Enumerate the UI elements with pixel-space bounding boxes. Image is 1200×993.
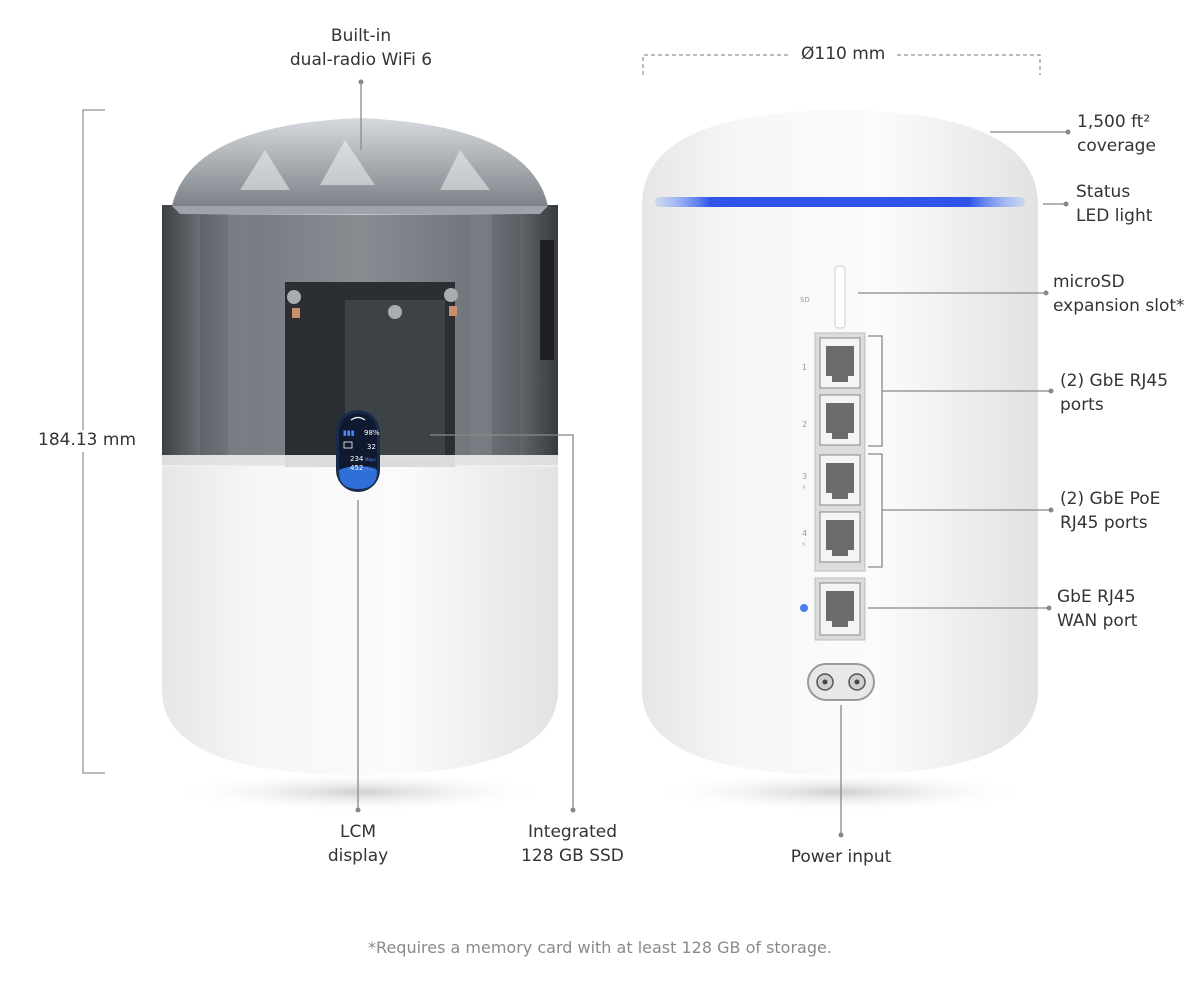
- status-label-line1: Status: [1076, 182, 1131, 202]
- poe-ports-label: (2) GbE PoE RJ45 ports: [1060, 487, 1160, 535]
- coverage-label-line1: 1,500 ft²: [1077, 112, 1151, 132]
- wan-port: [814, 577, 866, 641]
- port-number-1: 1: [802, 363, 807, 372]
- leader-lines: [357, 82, 1068, 835]
- diameter-label: Ø110 mm: [801, 44, 886, 64]
- poe-label-line1: (2) GbE PoE: [1060, 489, 1161, 509]
- wifi-label-line2: dual-radio WiFi 6: [289, 50, 433, 70]
- lan-label-line1: (2) GbE RJ45: [1060, 371, 1169, 391]
- status-led-label: Status LED light: [1076, 180, 1152, 228]
- microsd-label-line2: expansion slot*: [1053, 296, 1185, 316]
- wifi-label-line1: Built-in: [330, 26, 392, 46]
- port-1: [819, 337, 861, 389]
- poe-bolt-icon: ⚡: [801, 483, 807, 492]
- port-number-4: 4: [802, 529, 807, 538]
- ssd-label-line1: Integrated: [527, 822, 618, 842]
- wifi-label: Built-in dual-radio WiFi 6: [263, 24, 459, 72]
- lcm-up: 452: [350, 464, 363, 472]
- leader-dots: [355, 79, 1071, 838]
- port-number-3: 3: [802, 472, 807, 481]
- port-number-2: 2: [802, 420, 807, 429]
- globe-icon: [800, 604, 808, 612]
- wan-label-line1: GbE RJ45: [1057, 587, 1136, 607]
- wifi-icon: [350, 416, 366, 421]
- sd-mark: SD: [800, 296, 810, 304]
- microsd-label: microSD expansion slot*: [1053, 270, 1185, 318]
- microsd-slot: [834, 265, 846, 329]
- height-label: 184.13 mm: [38, 430, 137, 450]
- coverage-label-line2: coverage: [1077, 136, 1156, 156]
- port-3: [819, 454, 861, 506]
- left-device: ▮▮▮ 98% 32 234 Mbps 452 Mbps: [162, 118, 558, 812]
- right-device: SD 1 2 3 ⚡ 4 ⚡: [642, 110, 1038, 812]
- lcm-clients: 32: [367, 443, 376, 451]
- ssd-label-line2: 128 GB SSD: [521, 846, 624, 866]
- wan-port-label: GbE RJ45 WAN port: [1057, 585, 1137, 633]
- power-connector: [807, 663, 875, 701]
- lan-label-line2: ports: [1060, 395, 1104, 415]
- port-2: [819, 394, 861, 446]
- lcm-unit-up: Mbps: [365, 466, 376, 471]
- height-dimension-line: [82, 109, 105, 774]
- lan-ports-label: (2) GbE RJ45 ports: [1060, 369, 1168, 417]
- wan-label-line2: WAN port: [1057, 611, 1138, 631]
- lan-ports: [814, 332, 866, 572]
- port-4: [819, 511, 861, 563]
- client-icon: [343, 441, 353, 449]
- poe-bolt-icon: ⚡: [801, 540, 807, 549]
- lcm-label: LCM display: [310, 820, 406, 868]
- status-label-line2: LED light: [1076, 206, 1153, 226]
- lcm-label-line2: display: [327, 846, 389, 866]
- ssd-label: Integrated 128 GB SSD: [500, 820, 645, 868]
- poe-label-line2: RJ45 ports: [1060, 513, 1148, 533]
- lcm-down: 234: [350, 455, 364, 463]
- lcm-signal: 98%: [364, 429, 380, 437]
- lcm-unit-down: Mbps: [365, 457, 376, 462]
- footnote: *Requires a memory card with at least 12…: [368, 938, 832, 957]
- signal-bars-icon: ▮▮▮: [343, 429, 355, 437]
- microsd-label-line1: microSD: [1053, 272, 1125, 292]
- lcm-screen: ▮▮▮ 98% 32 234 Mbps 452 Mbps: [336, 410, 380, 492]
- coverage-label: 1,500 ft² coverage: [1077, 110, 1156, 158]
- status-led: [655, 197, 1025, 207]
- power-input-label: Power input: [790, 847, 892, 867]
- diameter-dimension-line: [642, 54, 1041, 75]
- lcm-label-line1: LCM: [339, 822, 376, 842]
